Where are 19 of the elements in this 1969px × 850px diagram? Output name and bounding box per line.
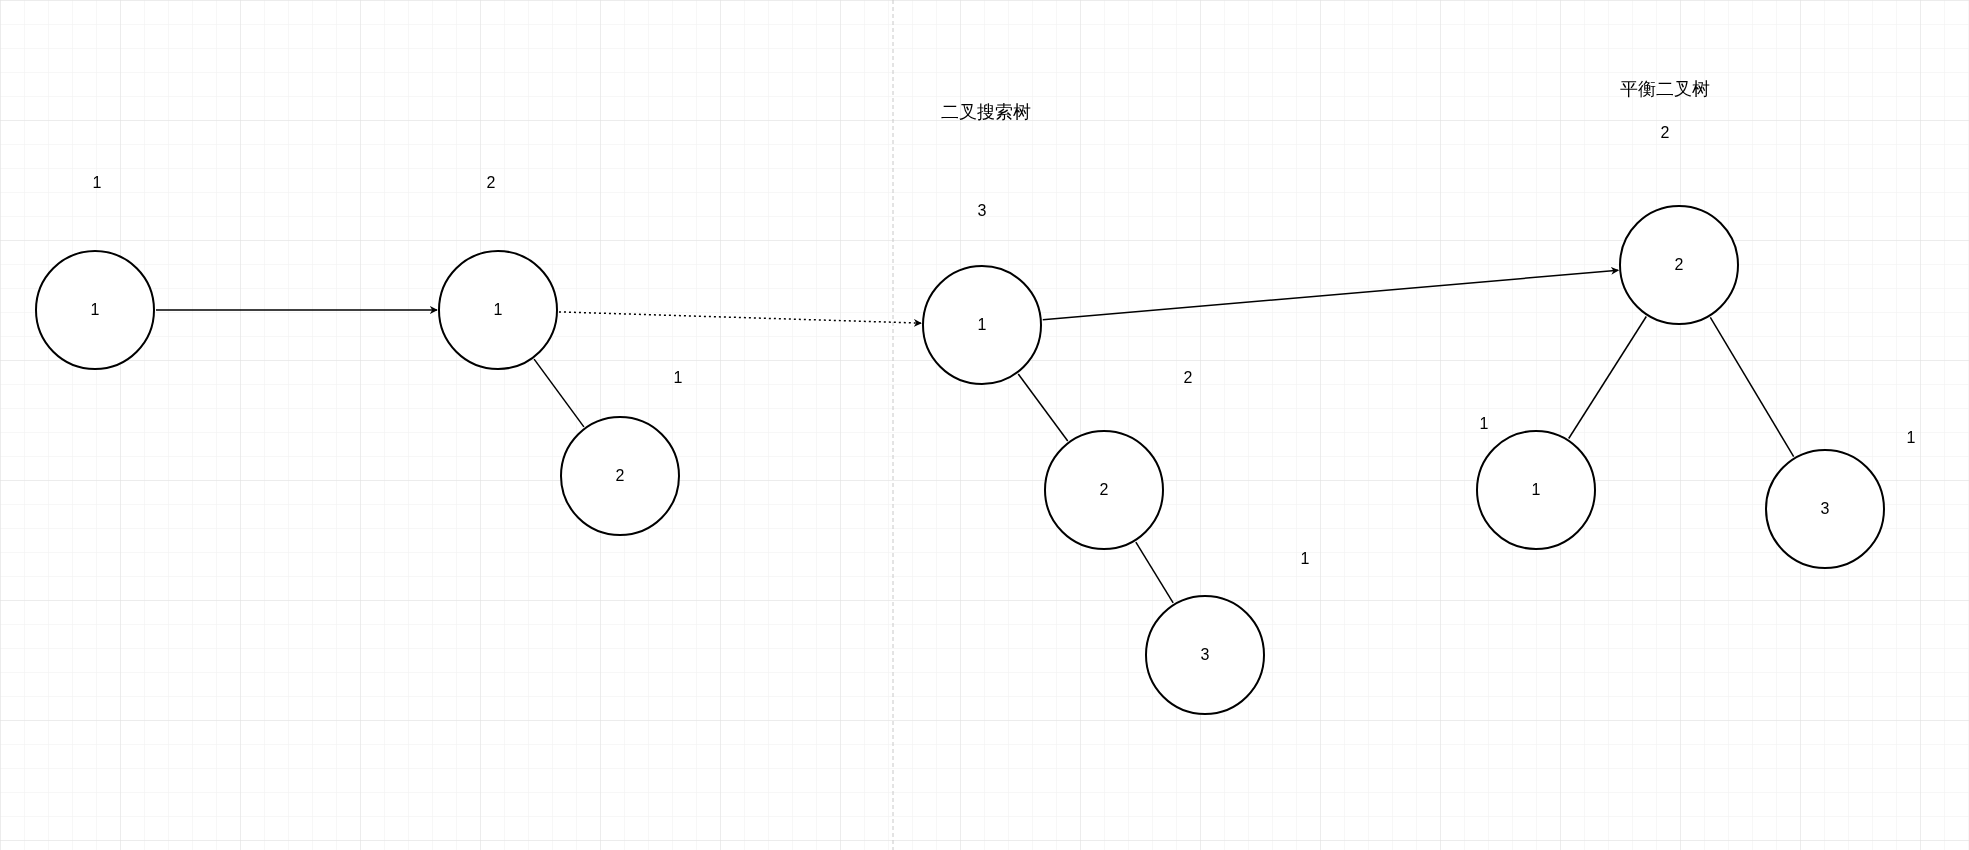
tree-title: 二叉搜索树	[941, 103, 1031, 121]
height-number: 1	[1906, 430, 1916, 446]
height-number: 2	[486, 175, 496, 191]
arrow	[1042, 266, 1619, 321]
tree-branch-line	[1135, 541, 1174, 604]
tree-title: 平衡二叉树	[1620, 80, 1710, 98]
height-number: 2	[1183, 370, 1193, 386]
height-number: 3	[977, 203, 987, 219]
tree-branch-line	[533, 358, 585, 428]
height-number: 1	[673, 370, 683, 386]
height-number: 1	[1479, 416, 1489, 432]
tree-branch-line	[1017, 373, 1069, 442]
tree-branch-line	[1567, 315, 1648, 440]
arrow	[558, 311, 922, 327]
arrow	[155, 306, 438, 314]
height-number: 2	[1660, 125, 1670, 141]
height-number: 1	[92, 175, 102, 191]
tree-branch-line	[1709, 316, 1795, 458]
height-number: 1	[1300, 551, 1310, 567]
